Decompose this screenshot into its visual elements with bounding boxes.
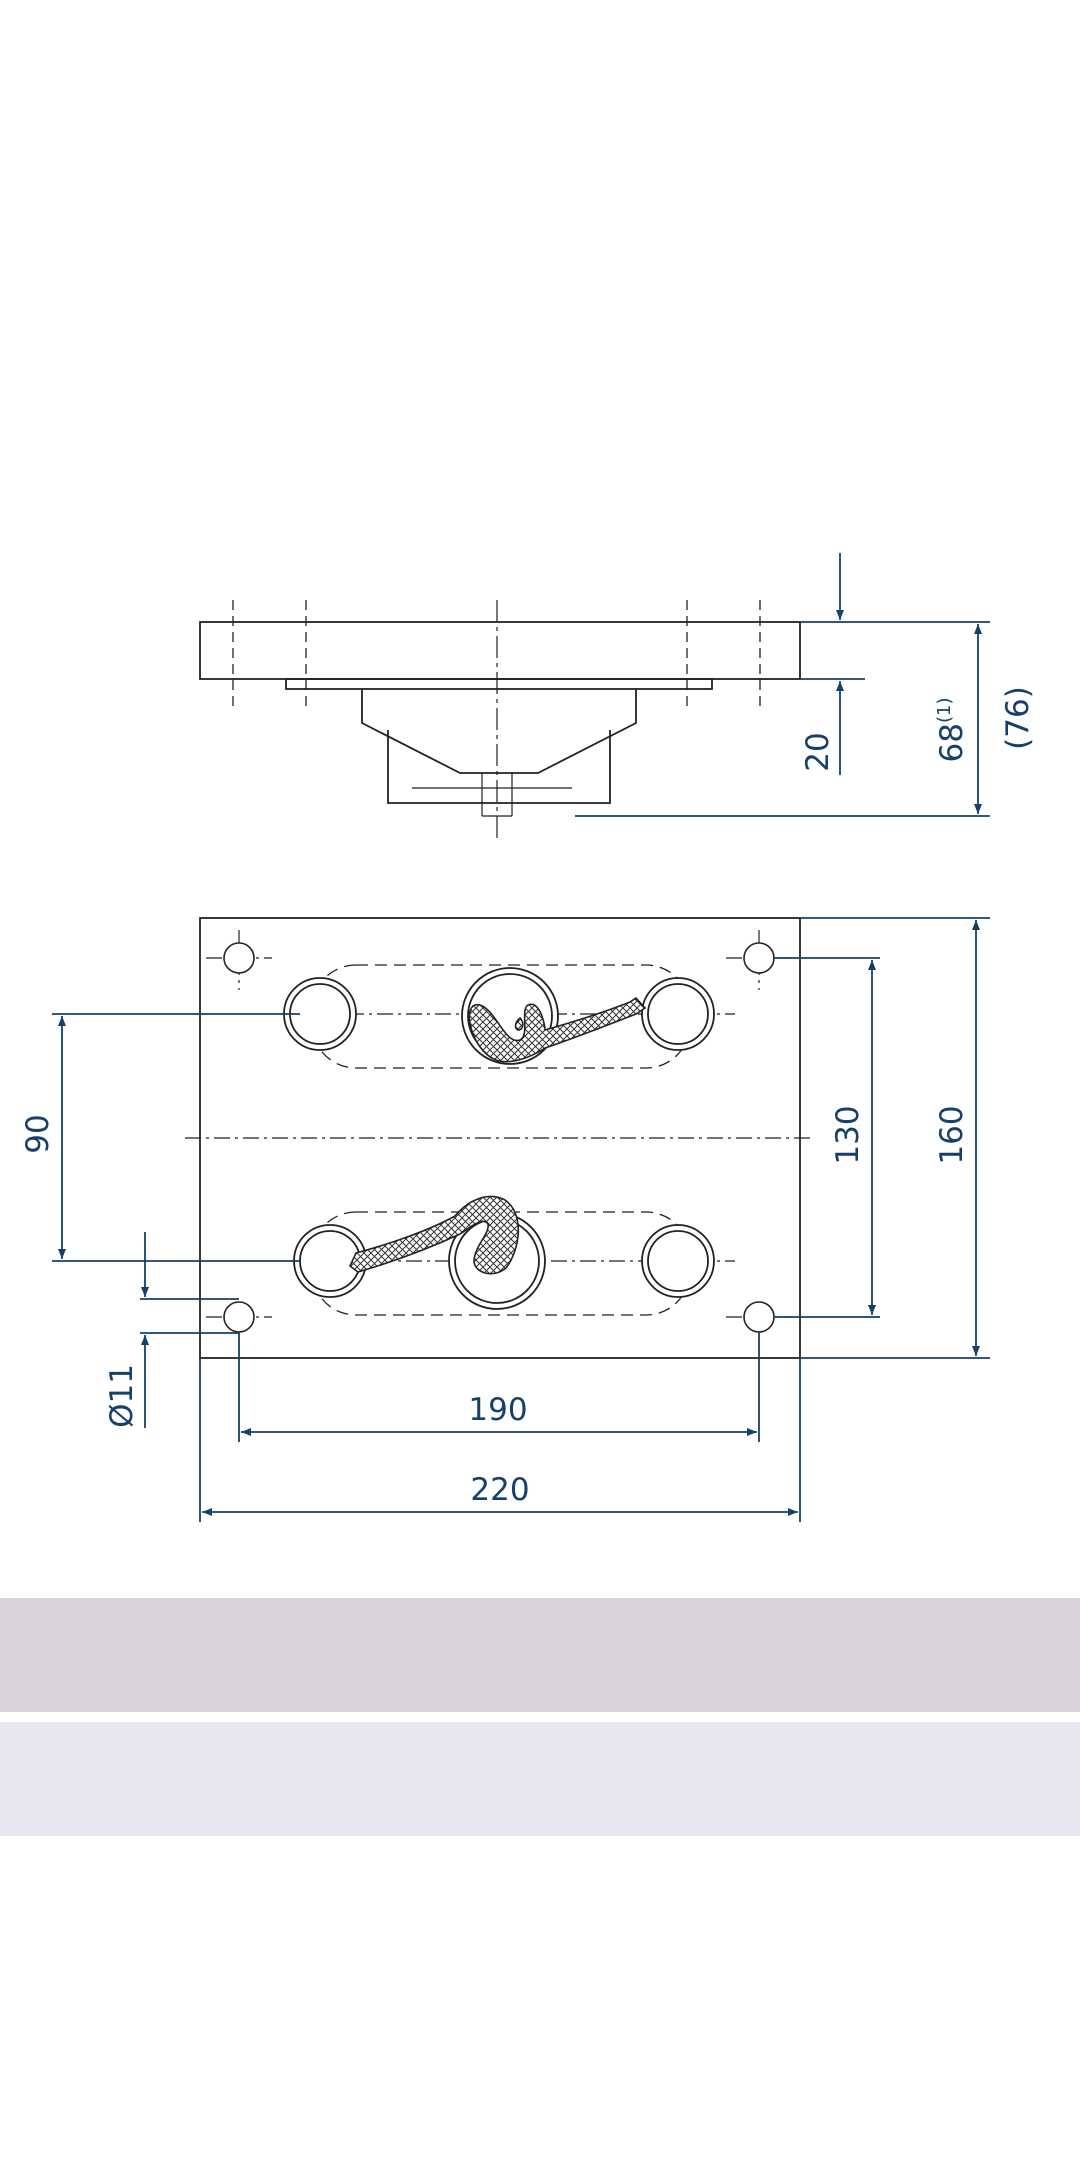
mounting-hole-bottom-left bbox=[223, 1301, 255, 1333]
dim-220-label: 220 bbox=[470, 1472, 529, 1508]
side-view-hidden-lines bbox=[232, 600, 761, 712]
dim-90-label: 90 bbox=[20, 1114, 56, 1153]
dim-68-label: 68(1) bbox=[934, 698, 970, 763]
cable-top bbox=[468, 996, 647, 1063]
mounting-holes bbox=[223, 942, 775, 1333]
dim-68-note: (1) bbox=[934, 698, 955, 724]
dim-76-label: (76) bbox=[1000, 686, 1036, 750]
footer-band-bottom bbox=[0, 1722, 1080, 1836]
dim-190-label: 190 bbox=[468, 1392, 527, 1428]
technical-drawing: 20 68(1) (76) bbox=[20, 553, 1036, 1522]
side-view bbox=[199, 621, 801, 817]
plan-view-dimensions bbox=[52, 917, 990, 1522]
housing-upper bbox=[361, 689, 637, 774]
gasket-strip bbox=[285, 678, 713, 690]
mounting-hole-top-right bbox=[743, 942, 775, 974]
footer-band-top bbox=[0, 1598, 1080, 1712]
cable-bottom bbox=[349, 1195, 520, 1275]
dim-160-label: 160 bbox=[934, 1105, 970, 1164]
dim-68-value: 68 bbox=[934, 723, 970, 762]
mounting-hole-top-left bbox=[223, 942, 255, 974]
side-view-dimensions bbox=[575, 553, 990, 817]
dim-130-label: 130 bbox=[830, 1105, 866, 1164]
dim-20-label: 20 bbox=[800, 732, 836, 771]
mounting-hole-bottom-right bbox=[743, 1301, 775, 1333]
flange-plate bbox=[199, 621, 801, 680]
cable-tethers bbox=[349, 996, 647, 1275]
dim-hole-diameter-label: Ø11 bbox=[104, 1364, 140, 1428]
housing-lower bbox=[387, 730, 611, 804]
